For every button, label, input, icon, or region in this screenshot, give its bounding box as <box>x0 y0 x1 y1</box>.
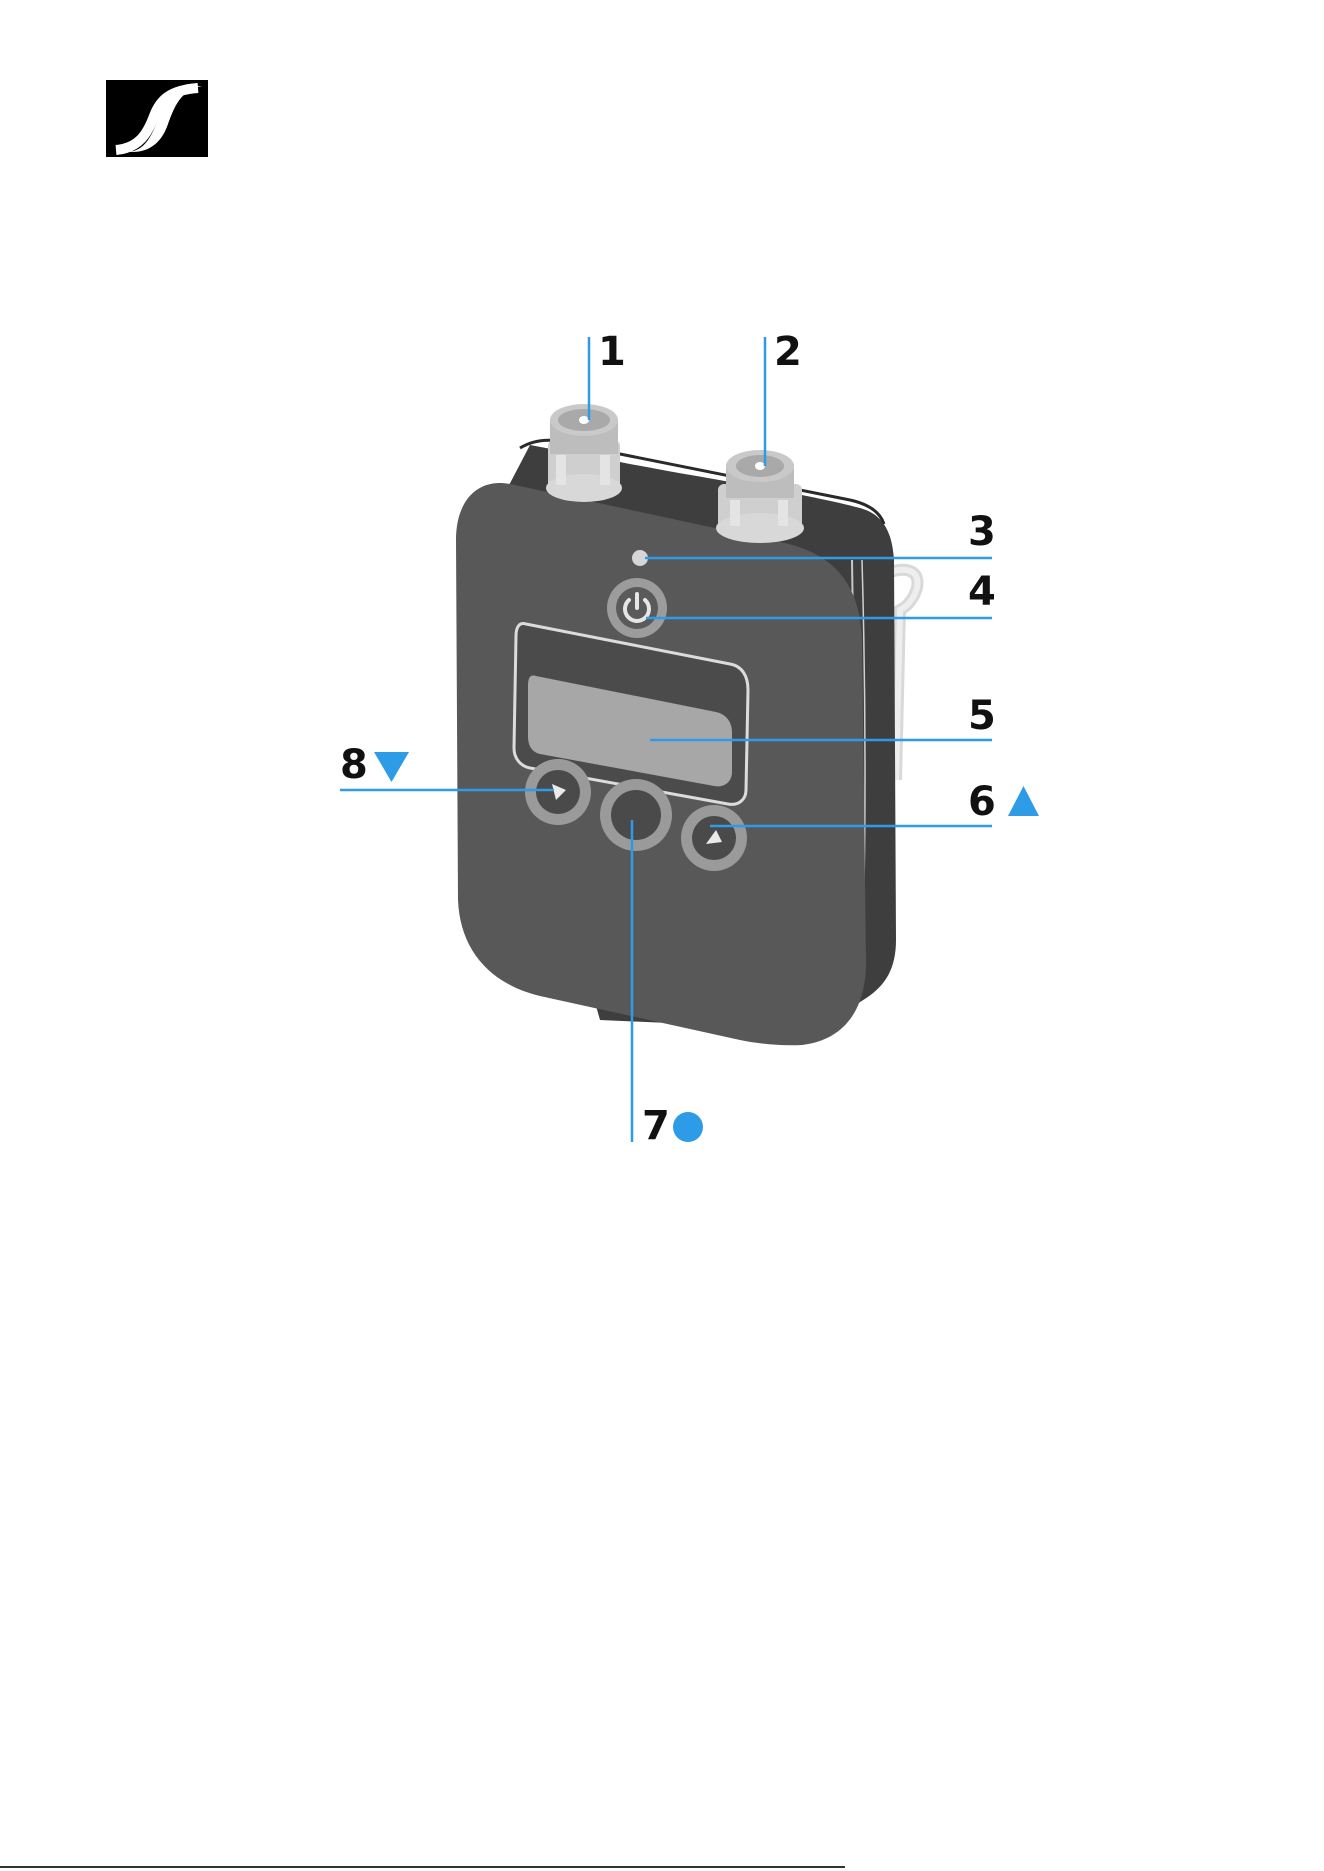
power-button[interactable] <box>607 578 667 638</box>
callout-8: 8 <box>340 745 368 785</box>
triangle-down-icon <box>374 752 409 782</box>
callout-3: 3 <box>968 512 996 552</box>
callout-6: 6 <box>968 782 996 822</box>
down-button[interactable] <box>525 759 591 825</box>
mic-connector-left <box>546 404 622 502</box>
footer-rule <box>0 1866 845 1868</box>
callout-7: 7 <box>642 1106 670 1146</box>
callout-4: 4 <box>968 572 996 612</box>
set-button[interactable] <box>600 779 672 851</box>
callout-5: 5 <box>968 696 996 736</box>
circle-icon <box>673 1112 703 1142</box>
mic-connector-right <box>716 450 804 543</box>
up-button[interactable] <box>681 805 747 871</box>
callout-1: 1 <box>598 332 626 372</box>
callout-2: 2 <box>774 332 802 372</box>
triangle-up-icon <box>1008 786 1039 816</box>
